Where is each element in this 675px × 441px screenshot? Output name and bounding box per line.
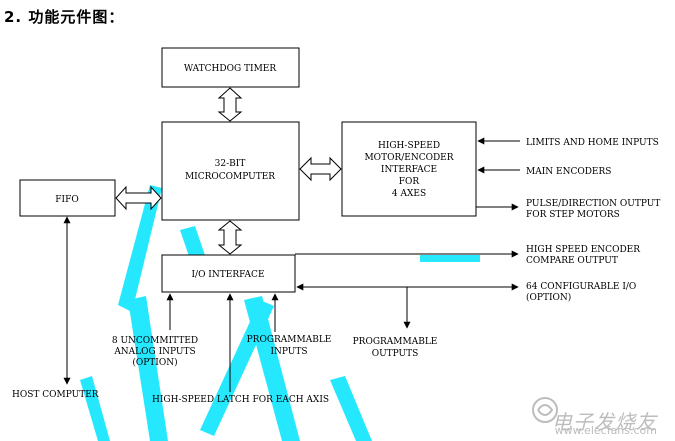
main-encoders-label: MAIN ENCODERS xyxy=(526,167,611,177)
pulse-label-line2: FOR STEP MOTORS xyxy=(526,210,620,220)
host-computer-label: HOST COMPUTER xyxy=(12,390,99,400)
fifo-mcu-bus-arrow xyxy=(115,185,162,211)
microcomputer-label-line2: MICROCOMPUTER xyxy=(185,172,275,182)
pulse-label-line1: PULSE/DIRECTION OUTPUT xyxy=(526,199,660,209)
motor-label-line3: INTERFACE xyxy=(381,165,437,175)
limits-label: LIMITS AND HOME INPUTS xyxy=(526,138,659,148)
analog-label-line2: ANALOG INPUTS xyxy=(113,347,195,357)
watermark: 电子发烧友 www.elecfans.com xyxy=(552,406,657,437)
fifo-block xyxy=(19,179,116,217)
microcomputer-label-line1: 32-BIT xyxy=(215,159,246,169)
prog-inputs-label-line2: INPUTS xyxy=(270,347,307,357)
motor-label-line2: MOTOR/ENCODER xyxy=(364,153,453,163)
configurable-label-line1: 64 CONFIGURABLE I/O xyxy=(526,282,636,292)
watermark-url: www.elecfans.com xyxy=(554,424,657,437)
analog-label-line1: 8 UNCOMMITTED xyxy=(112,336,198,346)
watchdog-timer-label: WATCHDOG TIMER xyxy=(184,64,277,74)
page-heading: 2. 功能元件图： xyxy=(4,8,125,26)
motor-label-line1: HIGH-SPEED xyxy=(378,141,440,151)
microcomputer-block xyxy=(161,121,300,221)
prog-outputs-label-line2: OUTPUTS xyxy=(372,349,419,359)
io-interface-block xyxy=(161,254,296,293)
io-interface-label: I/O INTERFACE xyxy=(191,270,264,280)
signal-lines xyxy=(63,137,520,392)
motor-label-line5: 4 AXES xyxy=(392,189,426,199)
watchdog-mcu-bus-arrow xyxy=(217,87,243,122)
watermark-text: 电子发烧友 xyxy=(552,410,657,434)
motor-encoder-block xyxy=(341,121,477,217)
compare-label-line2: COMPARE OUTPUT xyxy=(526,256,618,266)
watermark-logo-icon xyxy=(532,397,558,423)
bus-arrows xyxy=(115,87,342,255)
watchdog-timer-block xyxy=(161,47,300,88)
prog-outputs-label-line1: PROGRAMMABLE xyxy=(353,337,438,347)
watermark-strokes xyxy=(80,185,480,441)
analog-label-line3: (OPTION) xyxy=(132,357,177,368)
mcu-motor-bus-arrow xyxy=(299,156,342,182)
fifo-label: FIFO xyxy=(55,195,78,205)
prog-inputs-label-line1: PROGRAMMABLE xyxy=(247,335,332,345)
latch-label: HIGH-SPEED LATCH FOR EACH AXIS xyxy=(152,395,329,405)
motor-label-line4: FOR xyxy=(399,177,420,187)
compare-label-line1: HIGH SPEED ENCODER xyxy=(526,245,640,255)
configurable-label-line2: (OPTION) xyxy=(526,292,571,303)
mcu-io-bus-arrow xyxy=(217,220,243,255)
